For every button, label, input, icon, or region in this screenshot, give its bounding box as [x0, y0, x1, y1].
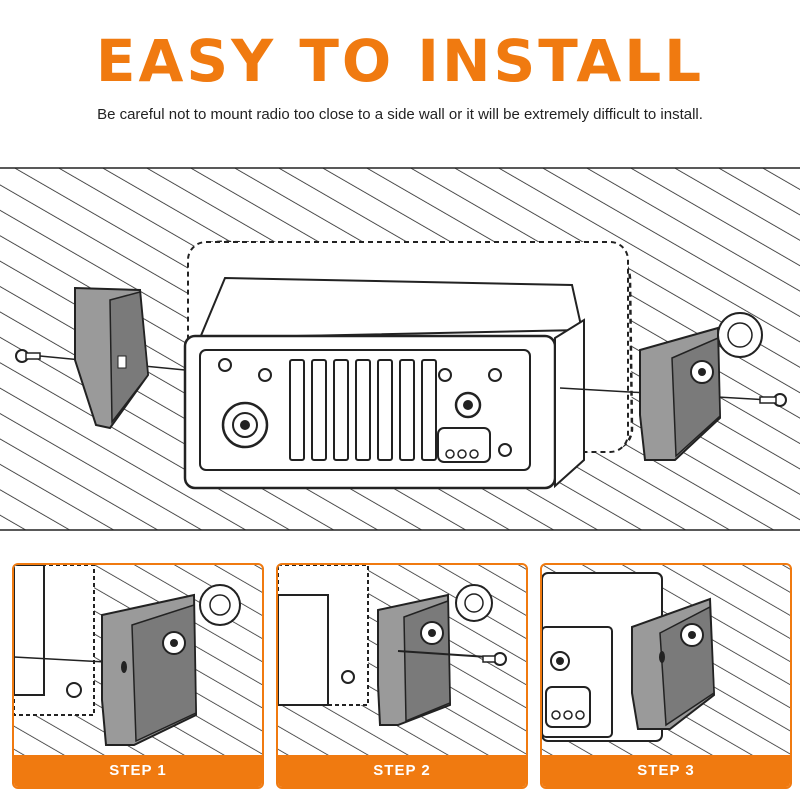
step-3-label: STEP 3 [542, 755, 790, 787]
step-2-label: STEP 2 [278, 755, 526, 787]
step-1-panel: STEP 1 [12, 563, 264, 789]
radio-top [198, 276, 584, 340]
radio-front [183, 318, 585, 490]
steps-row: STEP 1 STEP 2 [12, 563, 794, 789]
left-bracket [74, 286, 150, 430]
page-subtitle: Be careful not to mount radio too close … [97, 106, 703, 123]
right-bracket [639, 326, 722, 461]
step-2-panel: STEP 2 [276, 563, 528, 789]
installation-diagram [0, 167, 800, 531]
left-screw [15, 349, 41, 363]
right-screw [759, 393, 787, 407]
step-1-illustration [14, 565, 262, 755]
step-2-illustration [278, 565, 526, 755]
page-title: EASY TO INSTALL [95, 27, 705, 95]
step-1-label: STEP 1 [14, 755, 262, 787]
step-3-illustration [542, 565, 790, 755]
step-3-panel: STEP 3 [540, 563, 792, 789]
